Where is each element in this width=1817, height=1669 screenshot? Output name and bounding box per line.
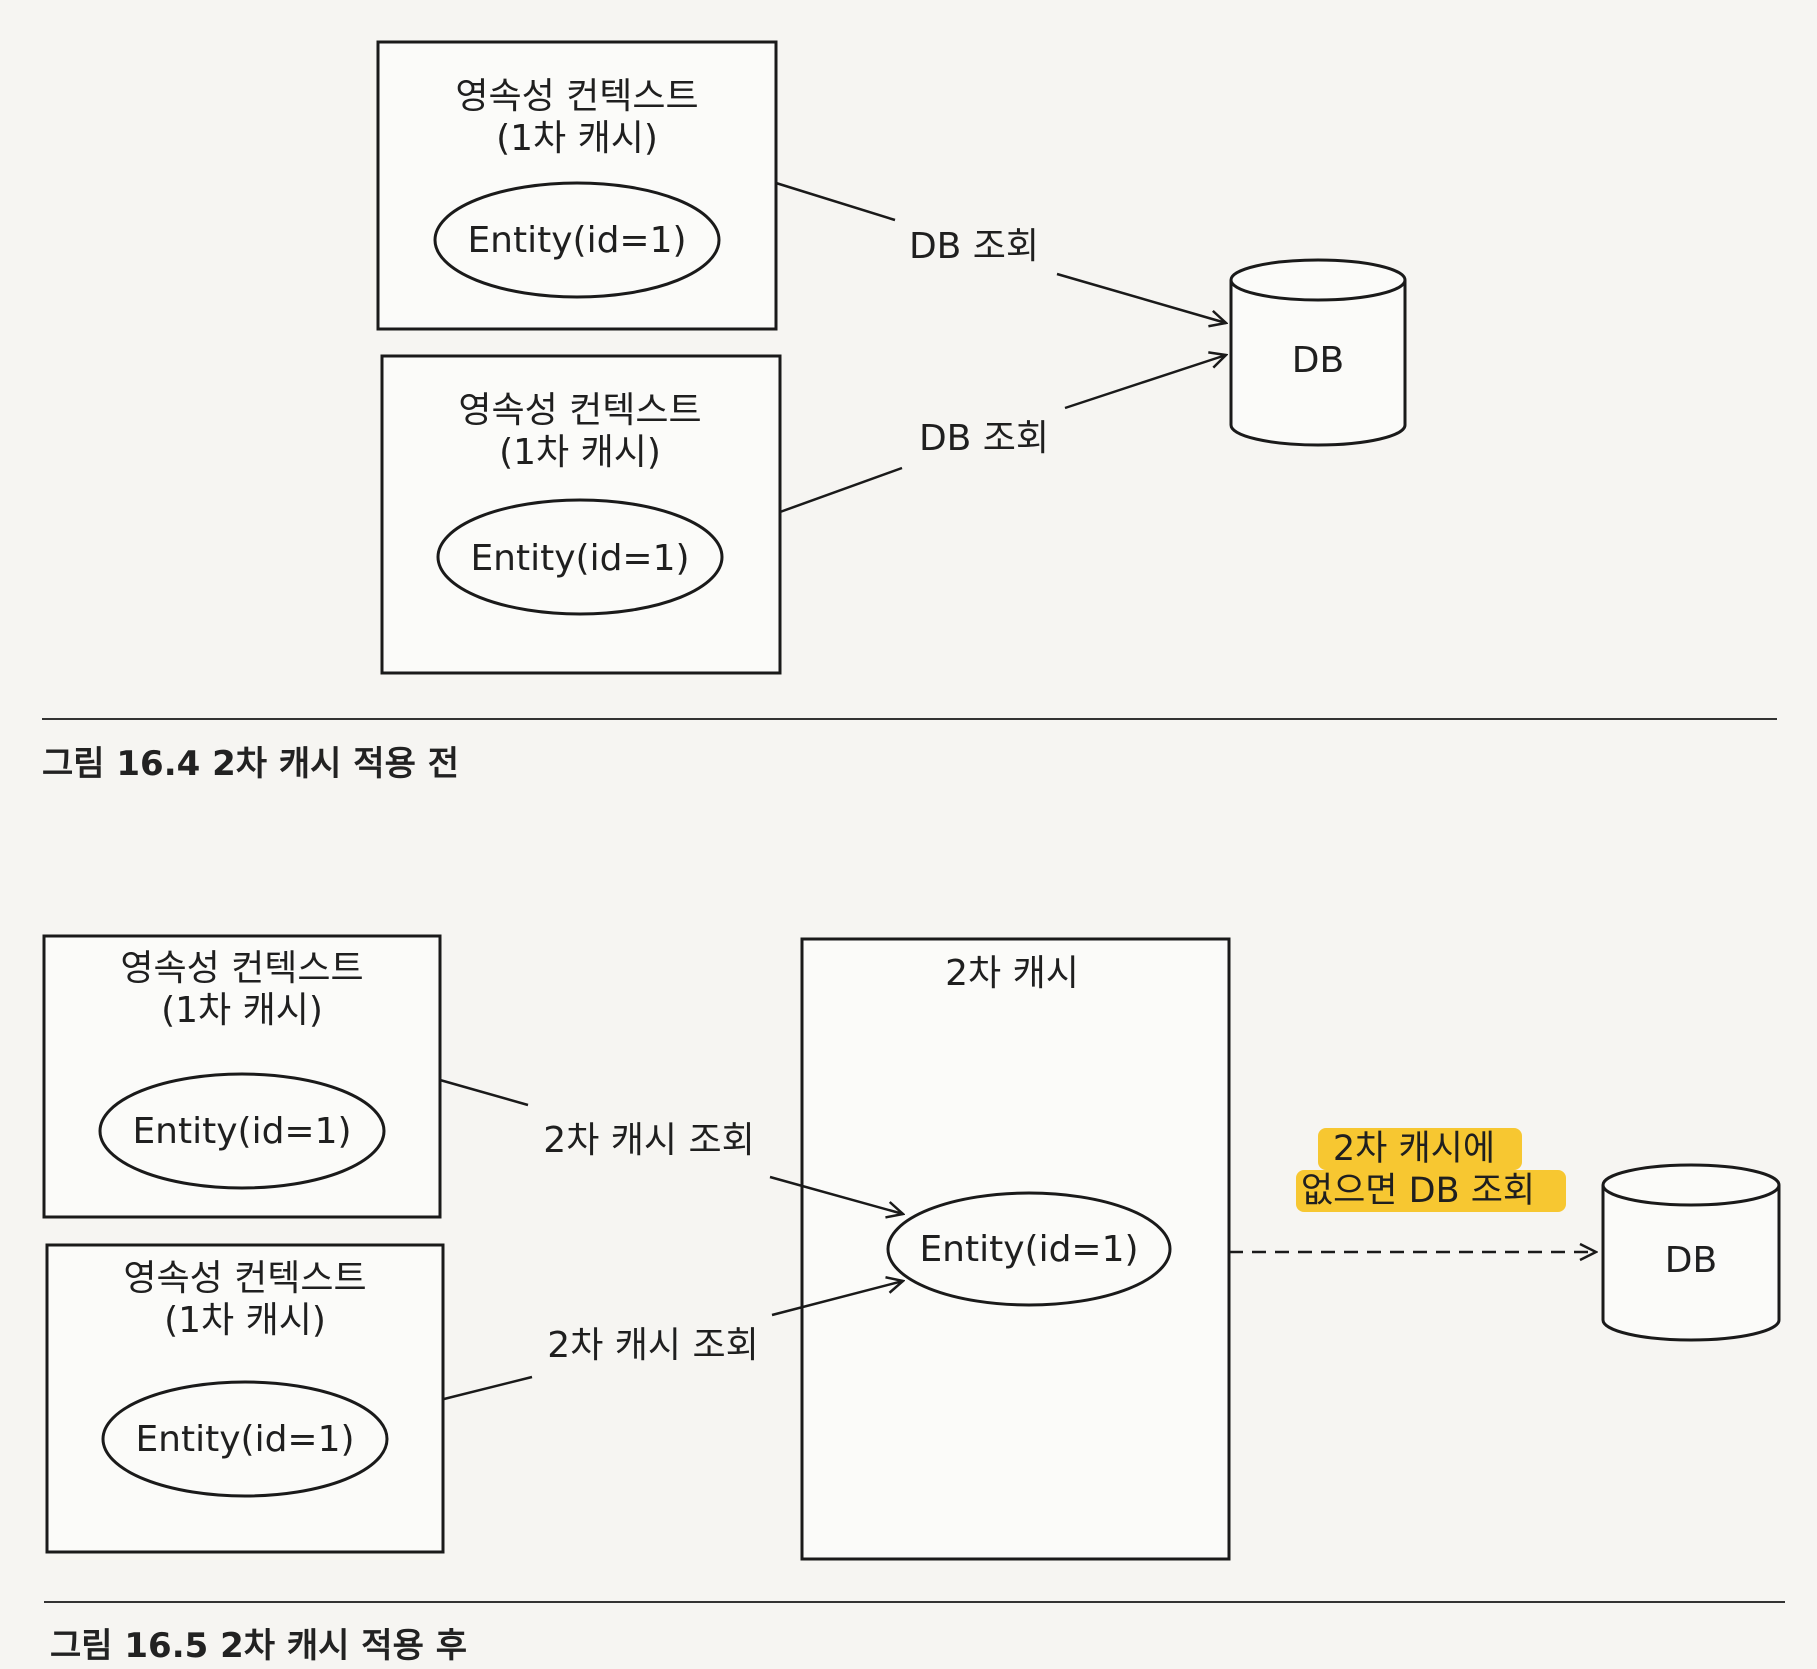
context-2-title: 영속성 컨텍스트 [458, 390, 701, 431]
context-3-title: 영속성 컨텍스트 [120, 948, 363, 989]
context-1-subtitle: (1차 캐시) [496, 118, 658, 159]
edge-1-segment-a [775, 181, 896, 222]
figure-16-5: 영속성 컨텍스트 (1차 캐시) Entity(id=1) 영속성 컨텍스트 (… [42, 934, 1785, 1666]
edge-1-label: DB 조회 [909, 226, 1039, 267]
edge-3-arrow [769, 1175, 903, 1214]
db-1-label: DB [1292, 340, 1344, 381]
db-2-top [1601, 1163, 1781, 1207]
db-cylinder-2: DB [1601, 1163, 1781, 1342]
context-box-4-frame [45, 1243, 445, 1554]
entity-ellipse-4 [101, 1380, 389, 1498]
edge-2-segment-a [779, 466, 903, 514]
entity-label-2: Entity(id=1) [470, 538, 689, 579]
highlight-marker [1296, 1128, 1566, 1212]
cache-title: 2차 캐시 [945, 953, 1079, 994]
figure-16-5-caption: 그림 16.5 2차 캐시 적용 후 [50, 1626, 467, 1666]
context-box-1-frame [376, 40, 778, 331]
edge-3-label: 2차 캐시 조회 [543, 1120, 754, 1161]
cache-entity-label: Entity(id=1) [919, 1229, 1138, 1270]
db-cylinder-1: DB [1229, 258, 1407, 447]
persistence-context-box-1: 영속성 컨텍스트 (1차 캐시) Entity(id=1) [376, 40, 778, 331]
persistence-context-box-2: 영속성 컨텍스트 (1차 캐시) Entity(id=1) [380, 354, 782, 675]
db-1-body [1229, 280, 1407, 447]
context-2-subtitle: (1차 캐시) [499, 432, 661, 473]
entity-label-3: Entity(id=1) [132, 1111, 351, 1152]
db-2-body [1601, 1185, 1781, 1342]
context-box-2-frame [380, 354, 782, 675]
highlight-line-2 [1296, 1170, 1566, 1212]
entity-ellipse-1 [433, 181, 721, 299]
db-1-top [1229, 258, 1407, 302]
edge-4-label: 2차 캐시 조회 [547, 1325, 758, 1366]
edge-4-arrow [771, 1281, 903, 1317]
edge-2-arrow [1064, 355, 1226, 410]
miss-label-line-2: 없으면 DB 조회 [1301, 1171, 1535, 1211]
context-3-subtitle: (1차 캐시) [161, 990, 323, 1031]
context-4-title: 영속성 컨텍스트 [123, 1258, 366, 1299]
persistence-context-box-4: 영속성 컨텍스트 (1차 캐시) Entity(id=1) [45, 1243, 445, 1554]
second-level-cache-box: 2차 캐시 Entity(id=1) [800, 937, 1231, 1561]
entity-ellipse-3 [98, 1072, 386, 1190]
figure-16-4-caption: 그림 16.4 2차 캐시 적용 전 [42, 744, 459, 784]
edge-3-segment-a [439, 1078, 529, 1107]
db-2-label: DB [1665, 1240, 1717, 1281]
context-1-title: 영속성 컨텍스트 [455, 76, 698, 117]
miss-label-line-1: 2차 캐시에 [1333, 1129, 1495, 1169]
entity-ellipse-2 [436, 498, 724, 616]
persistence-context-box-3: 영속성 컨텍스트 (1차 캐시) Entity(id=1) [42, 934, 442, 1219]
cache-box-frame [800, 937, 1231, 1561]
cache-entity-ellipse [886, 1191, 1172, 1307]
edge-4-segment-a [443, 1375, 533, 1401]
highlight-line-1 [1318, 1128, 1522, 1170]
edge-2-label: DB 조회 [919, 418, 1049, 459]
entity-label-1: Entity(id=1) [467, 220, 686, 261]
entity-label-4: Entity(id=1) [135, 1419, 354, 1460]
edge-1-arrow [1056, 272, 1226, 323]
figure-16-4: 영속성 컨텍스트 (1차 캐시) Entity(id=1) 영속성 컨텍스트 (… [42, 40, 1777, 784]
context-box-3-frame [42, 934, 442, 1219]
context-4-subtitle: (1차 캐시) [164, 1300, 326, 1341]
